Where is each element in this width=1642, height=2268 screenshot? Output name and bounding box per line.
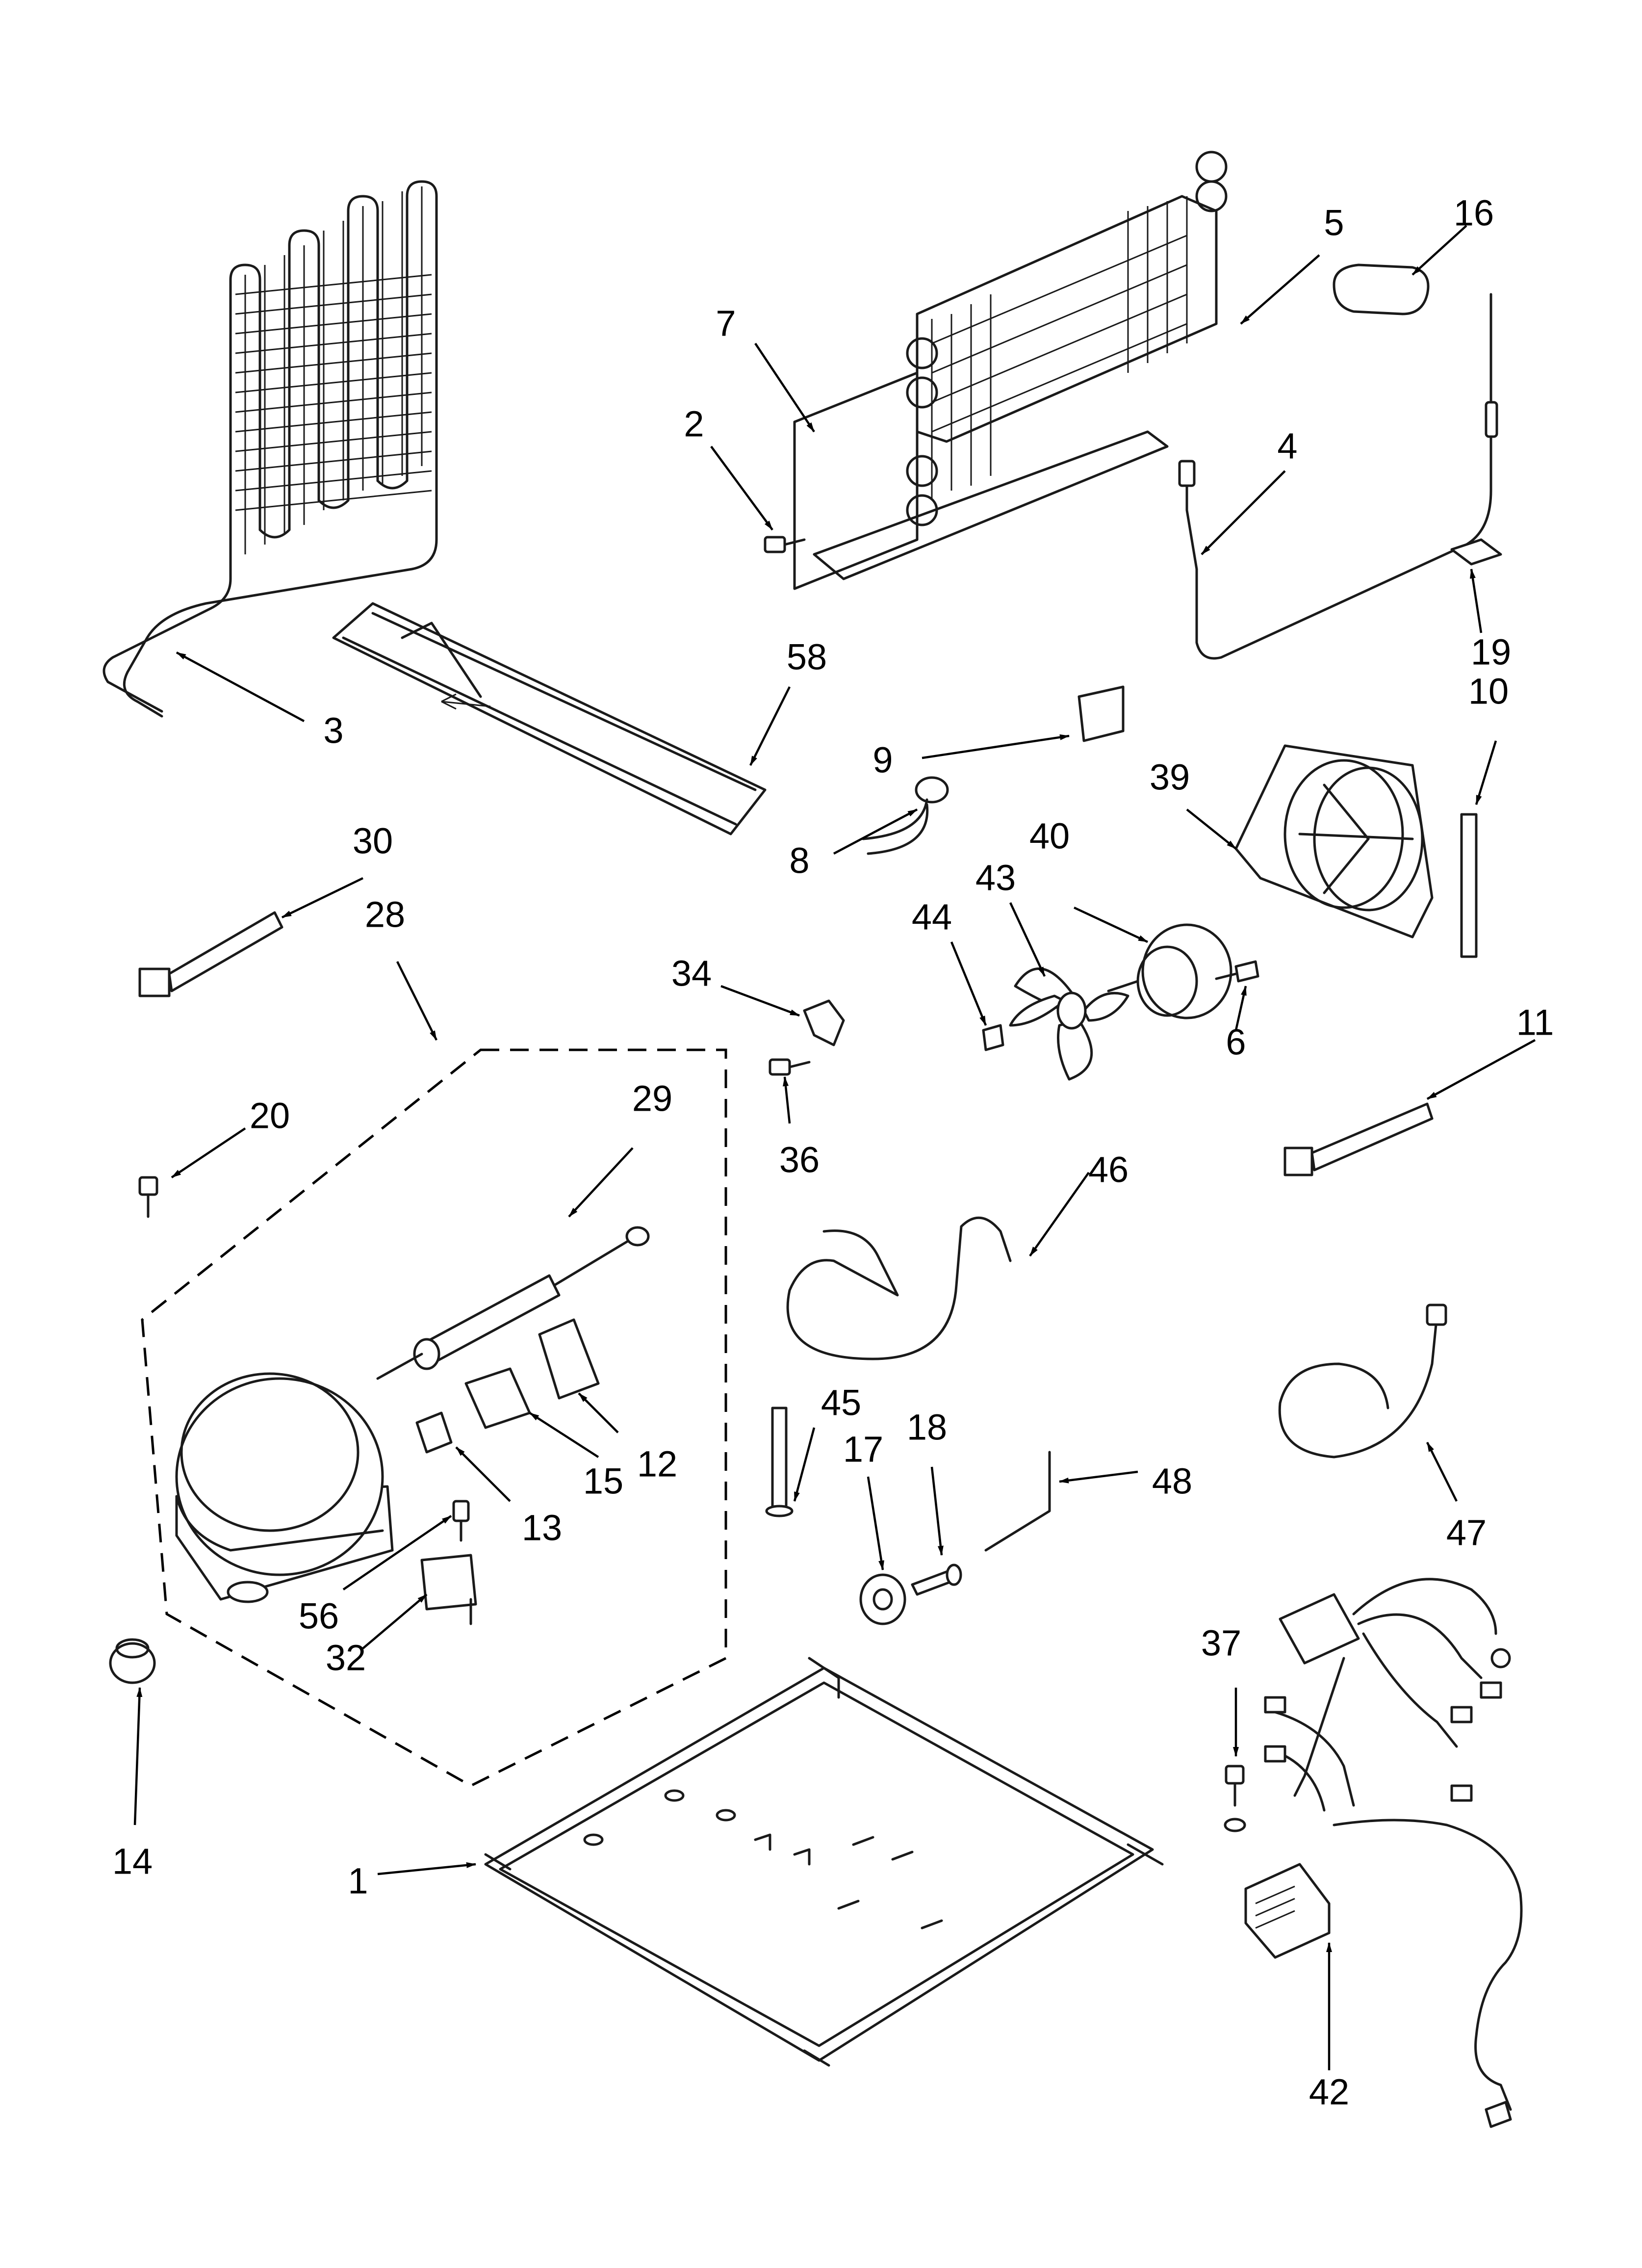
drain-pan bbox=[332, 602, 767, 835]
screw-36 bbox=[769, 1058, 811, 1076]
callout-36: 36 bbox=[779, 1140, 820, 1180]
callout-28: 28 bbox=[365, 894, 405, 935]
fan-shroud bbox=[1234, 744, 1434, 938]
clip-44 bbox=[982, 1024, 1004, 1051]
base-frame bbox=[484, 1657, 1164, 2067]
callout-15: 15 bbox=[583, 1461, 623, 1502]
callout-18: 18 bbox=[907, 1407, 947, 1448]
screw-56 bbox=[452, 1500, 470, 1542]
callout-8: 8 bbox=[789, 840, 809, 881]
leader-lines bbox=[133, 225, 1536, 2070]
callout-5: 5 bbox=[1324, 203, 1344, 243]
fan-motor bbox=[1107, 923, 1232, 1019]
callout-40: 40 bbox=[1029, 816, 1070, 857]
cover-12 bbox=[538, 1318, 600, 1400]
callout-4: 4 bbox=[1277, 426, 1297, 467]
cable-tie-11 bbox=[1283, 1102, 1434, 1176]
condenser-coil bbox=[103, 180, 438, 718]
callout-32: 32 bbox=[326, 1638, 366, 1678]
callout-58: 58 bbox=[787, 637, 827, 678]
capacitor-32 bbox=[420, 1554, 477, 1625]
callout-17: 17 bbox=[843, 1429, 883, 1470]
callout-13: 13 bbox=[522, 1508, 562, 1548]
callout-29: 29 bbox=[632, 1078, 672, 1119]
clip-34 bbox=[803, 999, 845, 1046]
callout-19: 19 bbox=[1471, 632, 1511, 673]
callout-11: 11 bbox=[1516, 1002, 1554, 1043]
bracket-9 bbox=[1078, 685, 1125, 742]
callout-labels: 1 2 3 4 5 6 7 8 9 10 11 12 13 14 15 16 1… bbox=[112, 193, 1554, 2112]
connector-47 bbox=[1426, 1303, 1447, 1326]
relay-15 bbox=[464, 1367, 531, 1429]
callout-42: 42 bbox=[1309, 2072, 1349, 2112]
tube-48 bbox=[984, 1451, 1051, 1552]
callout-46: 46 bbox=[1088, 1149, 1129, 1190]
callout-48: 48 bbox=[1152, 1461, 1192, 1502]
callout-10: 10 bbox=[1468, 671, 1509, 712]
screw-6 bbox=[1215, 960, 1259, 983]
thermostat-8 bbox=[862, 776, 949, 855]
filter-drier bbox=[376, 1226, 650, 1380]
callout-43: 43 bbox=[975, 858, 1016, 898]
compressor-assembly-boundary bbox=[141, 1048, 727, 1787]
callout-39: 39 bbox=[1150, 757, 1190, 798]
cable-tie-30 bbox=[138, 911, 283, 997]
callout-9: 9 bbox=[872, 740, 893, 781]
screw-37 bbox=[1224, 1765, 1246, 1832]
tube-46 bbox=[786, 1216, 1012, 1360]
callout-20: 20 bbox=[250, 1095, 290, 1136]
callout-37: 37 bbox=[1201, 1623, 1241, 1664]
screw-20 bbox=[138, 1176, 158, 1218]
cover-cap bbox=[1333, 263, 1430, 315]
callout-44: 44 bbox=[912, 897, 952, 938]
evaporator-assembly bbox=[793, 151, 1228, 590]
callout-2: 2 bbox=[684, 404, 704, 444]
screw-2 bbox=[764, 536, 806, 553]
callout-47: 47 bbox=[1446, 1512, 1487, 1553]
callout-45: 45 bbox=[821, 1382, 861, 1423]
callout-12: 12 bbox=[637, 1444, 677, 1485]
wire-47 bbox=[1278, 1313, 1438, 1459]
overload-13 bbox=[415, 1411, 453, 1454]
callout-3: 3 bbox=[323, 710, 343, 751]
wiring-harness bbox=[1244, 1578, 1523, 2128]
compressor bbox=[175, 1372, 394, 1603]
axle-pin bbox=[911, 1564, 962, 1596]
thermistor-harness bbox=[1178, 293, 1498, 660]
clip-19 bbox=[1450, 538, 1502, 566]
strip-10 bbox=[1460, 813, 1478, 958]
grommet-14 bbox=[109, 1638, 156, 1684]
callout-56: 56 bbox=[299, 1596, 339, 1637]
callout-34: 34 bbox=[671, 953, 712, 994]
callout-30: 30 bbox=[353, 821, 393, 861]
callout-1: 1 bbox=[348, 1861, 368, 1902]
callout-16: 16 bbox=[1454, 193, 1494, 234]
callout-6: 6 bbox=[1226, 1022, 1246, 1063]
callout-14: 14 bbox=[112, 1841, 153, 1882]
pin-45 bbox=[765, 1407, 794, 1517]
fan-blade bbox=[1009, 967, 1129, 1081]
callout-7: 7 bbox=[716, 303, 736, 344]
roller-wheel bbox=[859, 1573, 906, 1625]
